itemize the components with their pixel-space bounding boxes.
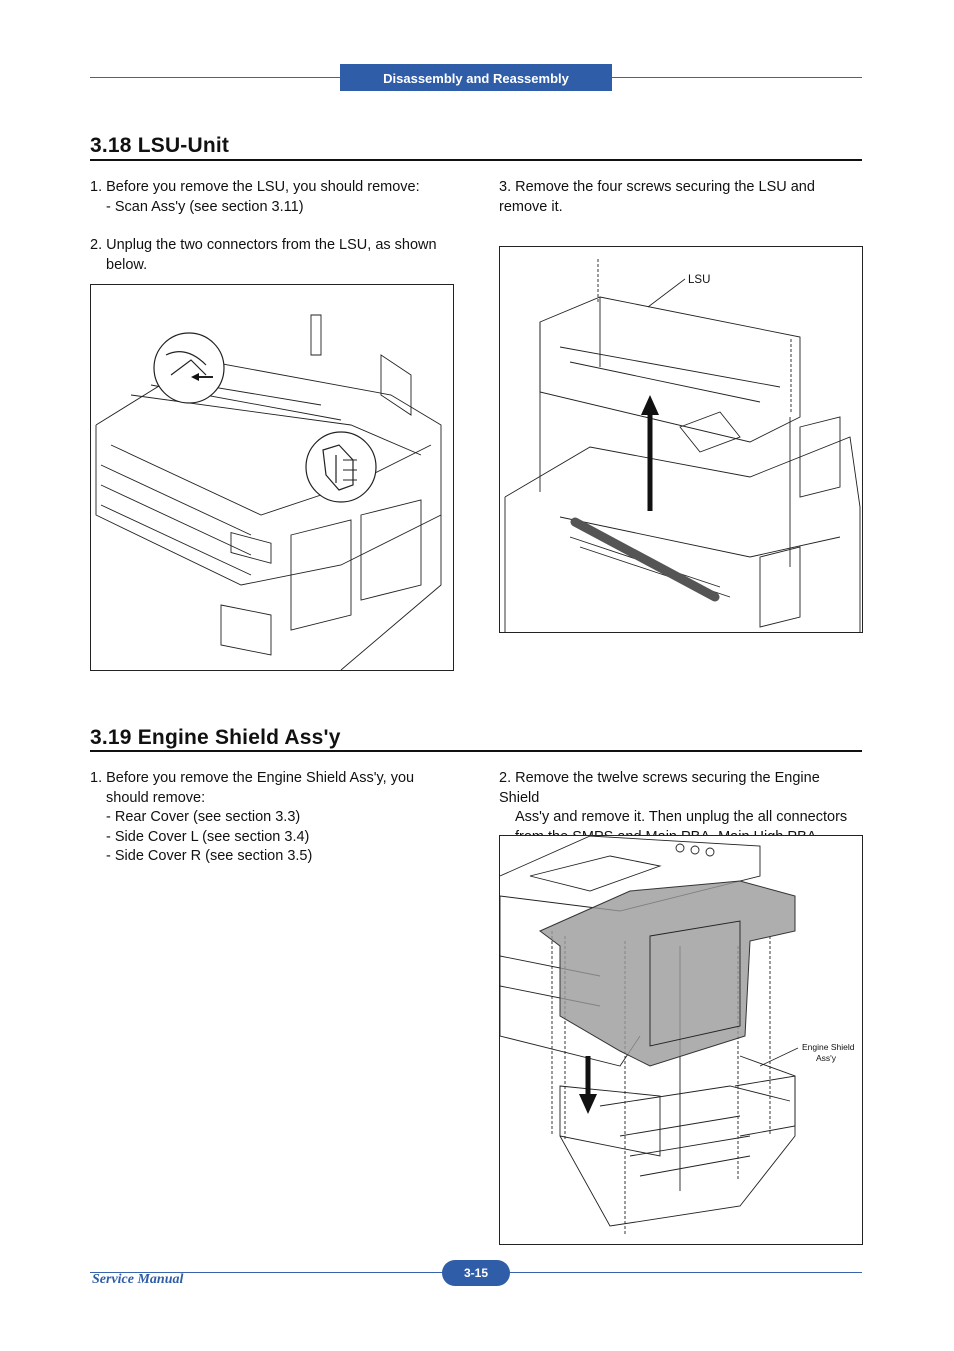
engine-shield-callout-line2: Ass'y [816, 1053, 837, 1063]
section-318-rule [90, 159, 862, 161]
chapter-tab: Disassembly and Reassembly [340, 64, 612, 91]
section-318-step1: 1. Before you remove the LSU, you should… [90, 178, 460, 217]
step1-line1: 1. Before you remove the Engine Shield A… [90, 770, 415, 786]
step2-line2: below. [106, 256, 148, 273]
lsu-callout: LSU [688, 274, 710, 286]
figure-engine-shield: Engine Shield Ass'y [499, 835, 863, 1245]
up-arrow-icon [641, 395, 659, 415]
step1-line5: - Side Cover R (see section 3.5) [106, 848, 313, 864]
detail-circle-right [305, 431, 377, 503]
section-318-step2: 2. Unplug the two connectors from the LS… [90, 236, 460, 275]
engine-shield-part [539, 880, 796, 1067]
figure-lsu-connectors [90, 284, 454, 671]
arrow-icon [191, 373, 199, 381]
lsu-connectors-illustration [95, 314, 442, 670]
section-319-rule [90, 750, 862, 752]
step3-line1: 3. Remove the four screws securing the L… [499, 179, 815, 195]
down-arrow-icon [579, 1094, 597, 1114]
lsu-removal-illustration: LSU [504, 259, 861, 632]
step3-line2: remove it. [499, 198, 563, 215]
step2-line2: Ass'y and remove it. Then unplug the all… [515, 809, 848, 825]
engine-shield-illustration: Engine Shield Ass'y [500, 836, 855, 1236]
step1-line3: - Rear Cover (see section 3.3) [106, 809, 301, 825]
section-318-title: 3.18 LSU-Unit [90, 134, 230, 157]
step2-line1: 2. Unplug the two connectors from the LS… [90, 237, 437, 253]
transfer-roller [570, 517, 720, 602]
figure-lsu-removal: LSU [499, 246, 863, 633]
footer-title: Service Manual [92, 1272, 184, 1287]
section-319-title: 3.19 Engine Shield Ass'y [90, 726, 341, 749]
step1-line2: - Scan Ass'y (see section 3.11) [106, 198, 304, 215]
step1-line1: 1. Before you remove the LSU, you should… [90, 179, 420, 195]
page-number: 3-15 [442, 1260, 510, 1286]
step1-line4: - Side Cover L (see section 3.4) [106, 828, 310, 845]
section-319-step1: 1. Before you remove the Engine Shield A… [90, 769, 460, 867]
detail-circle-left [153, 332, 225, 404]
step2-line1: 2. Remove the twelve screws securing the… [499, 770, 820, 806]
step1-line2: should remove: [106, 789, 206, 806]
section-318-step3: 3. Remove the four screws securing the L… [499, 178, 862, 217]
engine-shield-callout-line1: Engine Shield [802, 1042, 855, 1052]
